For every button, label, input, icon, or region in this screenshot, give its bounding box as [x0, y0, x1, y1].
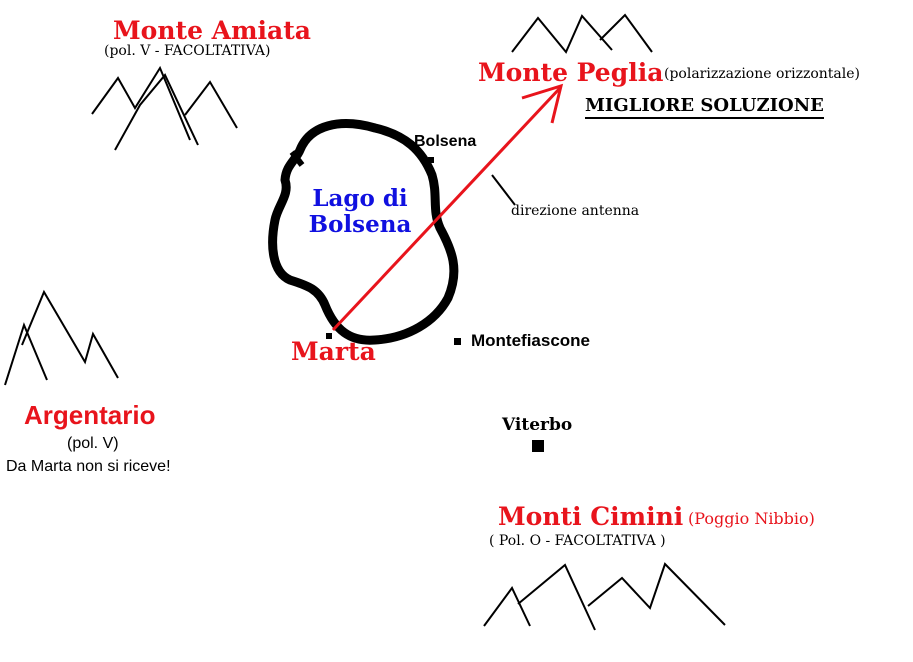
marta-label: Marta — [291, 337, 376, 366]
mountain-icon — [483, 586, 531, 627]
monti-cimini-sub: (Poggio Nibbio) — [688, 509, 815, 528]
town-marker-icon — [532, 440, 544, 452]
argentario-note: (pol. V) — [67, 435, 119, 452]
mountain-icon — [114, 73, 199, 151]
monti-cimini-note: ( Pol. O - FACOLTATIVA ) — [489, 533, 666, 549]
antenna-pointer-line — [491, 174, 516, 206]
mountain-icon — [21, 289, 119, 379]
mountain-icon — [184, 80, 238, 129]
town-marker-icon — [428, 157, 434, 163]
monte-amiata-note: (pol. V - FACOLTATIVA) — [104, 43, 271, 59]
bolsena-label: Bolsena — [414, 133, 477, 150]
lake-name: Lago di Bolsena — [300, 185, 420, 239]
argentario-warning: Da Marta non si riceve! — [6, 458, 171, 475]
arrow-head — [521, 83, 564, 124]
town-marker-icon — [454, 338, 461, 345]
mountain-icon — [599, 13, 653, 53]
lake-outline — [268, 119, 459, 345]
mountain-icon — [4, 322, 48, 386]
mountain-icon — [91, 65, 191, 141]
mountain-icon — [511, 14, 613, 54]
arrow-icon — [331, 86, 562, 332]
monte-amiata-label: Monte Amiata — [113, 16, 311, 45]
viterbo-label: Viterbo — [502, 415, 573, 435]
monte-peglia-note: (polarizzazione orizzontale) — [664, 66, 860, 82]
argentario-label: Argentario — [24, 400, 156, 430]
montefiascone-label: Montefiascone — [471, 331, 591, 350]
lake-name-line1: Lago di — [312, 185, 408, 212]
mountain-icon — [587, 562, 726, 626]
town-marker-icon — [326, 333, 332, 339]
antenna-direction-label: direzione antenna — [511, 203, 640, 219]
monte-peglia-label: Monte Peglia — [478, 58, 664, 87]
mountain-icon — [517, 563, 596, 631]
lake-name-line2: Bolsena — [308, 211, 412, 239]
monti-cimini-label: Monti Cimini — [498, 502, 684, 531]
best-solution-label: MIGLIORE SOLUZIONE — [585, 97, 824, 119]
